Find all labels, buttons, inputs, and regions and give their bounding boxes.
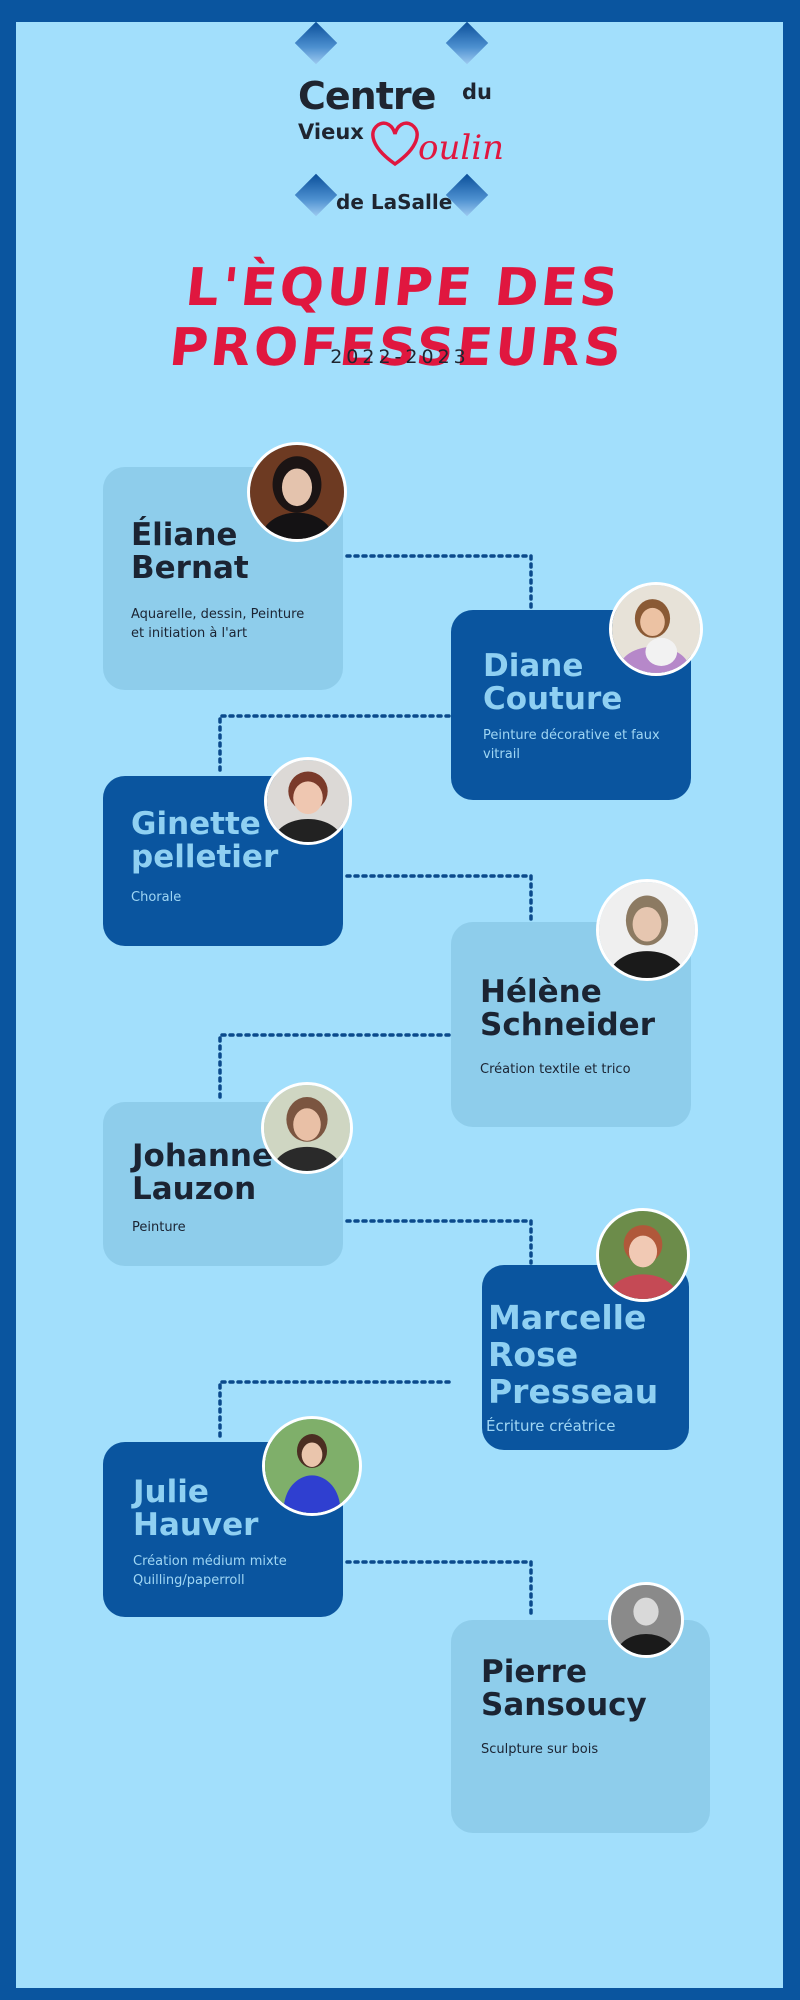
avatar [247, 442, 347, 542]
heart-icon [371, 121, 419, 167]
centre-logo: Centre du Vieux oulin de LaSalle [290, 21, 510, 222]
avatar [261, 1082, 353, 1174]
avatar-photo-icon [267, 760, 349, 842]
logo-lasalle-text: de LaSalle [336, 190, 453, 214]
avatar [262, 1416, 362, 1516]
teacher-name: Pierre Sansoucy [481, 1654, 647, 1723]
teacher-name: Diane Couture [483, 648, 623, 717]
teacher-role: Peinture décorative et faux vitrail [483, 728, 660, 762]
teacher-name: Johanne Lauzon [132, 1138, 273, 1207]
teacher-name: Éliane Bernat [131, 517, 249, 586]
teacher-name: Marcelle Rose Presseau [488, 1298, 659, 1411]
avatar-photo-icon [599, 882, 695, 978]
avatar [608, 1582, 684, 1658]
avatar-photo-icon [264, 1085, 350, 1171]
connector-line [218, 1033, 451, 1102]
teacher-role: Aquarelle, dessin, Peinture et initiatio… [131, 607, 305, 641]
year-label: 2022-2023 [330, 346, 470, 368]
avatar-photo-icon [265, 1419, 359, 1513]
logo-vieux-text: Vieux [298, 120, 364, 144]
avatar-photo-icon [611, 1585, 681, 1655]
teacher-name: Julie Hauver [133, 1474, 259, 1543]
teacher-role: Écriture créatrice [486, 1417, 616, 1435]
logo-oulin-text: oulin [418, 128, 505, 168]
connector-line [218, 714, 451, 775]
teacher-card-pierre-sansoucy: Pierre Sansoucy Sculpture sur bois [451, 1620, 710, 1833]
teacher-card-johanne-lauzon: Johanne Lauzon Peinture [103, 1102, 343, 1266]
logo-centre-text: Centre [298, 74, 436, 118]
teacher-role: Création textile et trico [480, 1062, 631, 1077]
connector-line [218, 1380, 451, 1442]
avatar-photo-icon [612, 585, 700, 673]
connector-line [345, 1560, 533, 1619]
avatar [596, 1208, 690, 1302]
logo-du-text: du [462, 80, 492, 104]
avatar [596, 879, 698, 981]
avatar-photo-icon [599, 1211, 687, 1299]
teacher-name: Ginette pelletier [131, 806, 279, 875]
teacher-role: Chorale [131, 890, 182, 905]
teacher-name: Hélène Schneider [480, 974, 655, 1043]
teacher-role: Peinture [132, 1220, 186, 1235]
avatar-photo-icon [250, 445, 344, 539]
connector-line [345, 1219, 533, 1265]
avatar [609, 582, 703, 676]
connector-line [345, 874, 533, 922]
avatar [264, 757, 352, 845]
connector-line [345, 554, 533, 610]
teacher-role: Sculpture sur bois [481, 1742, 599, 1757]
teacher-role: Création médium mixte Quilling/paperroll [133, 1554, 287, 1588]
